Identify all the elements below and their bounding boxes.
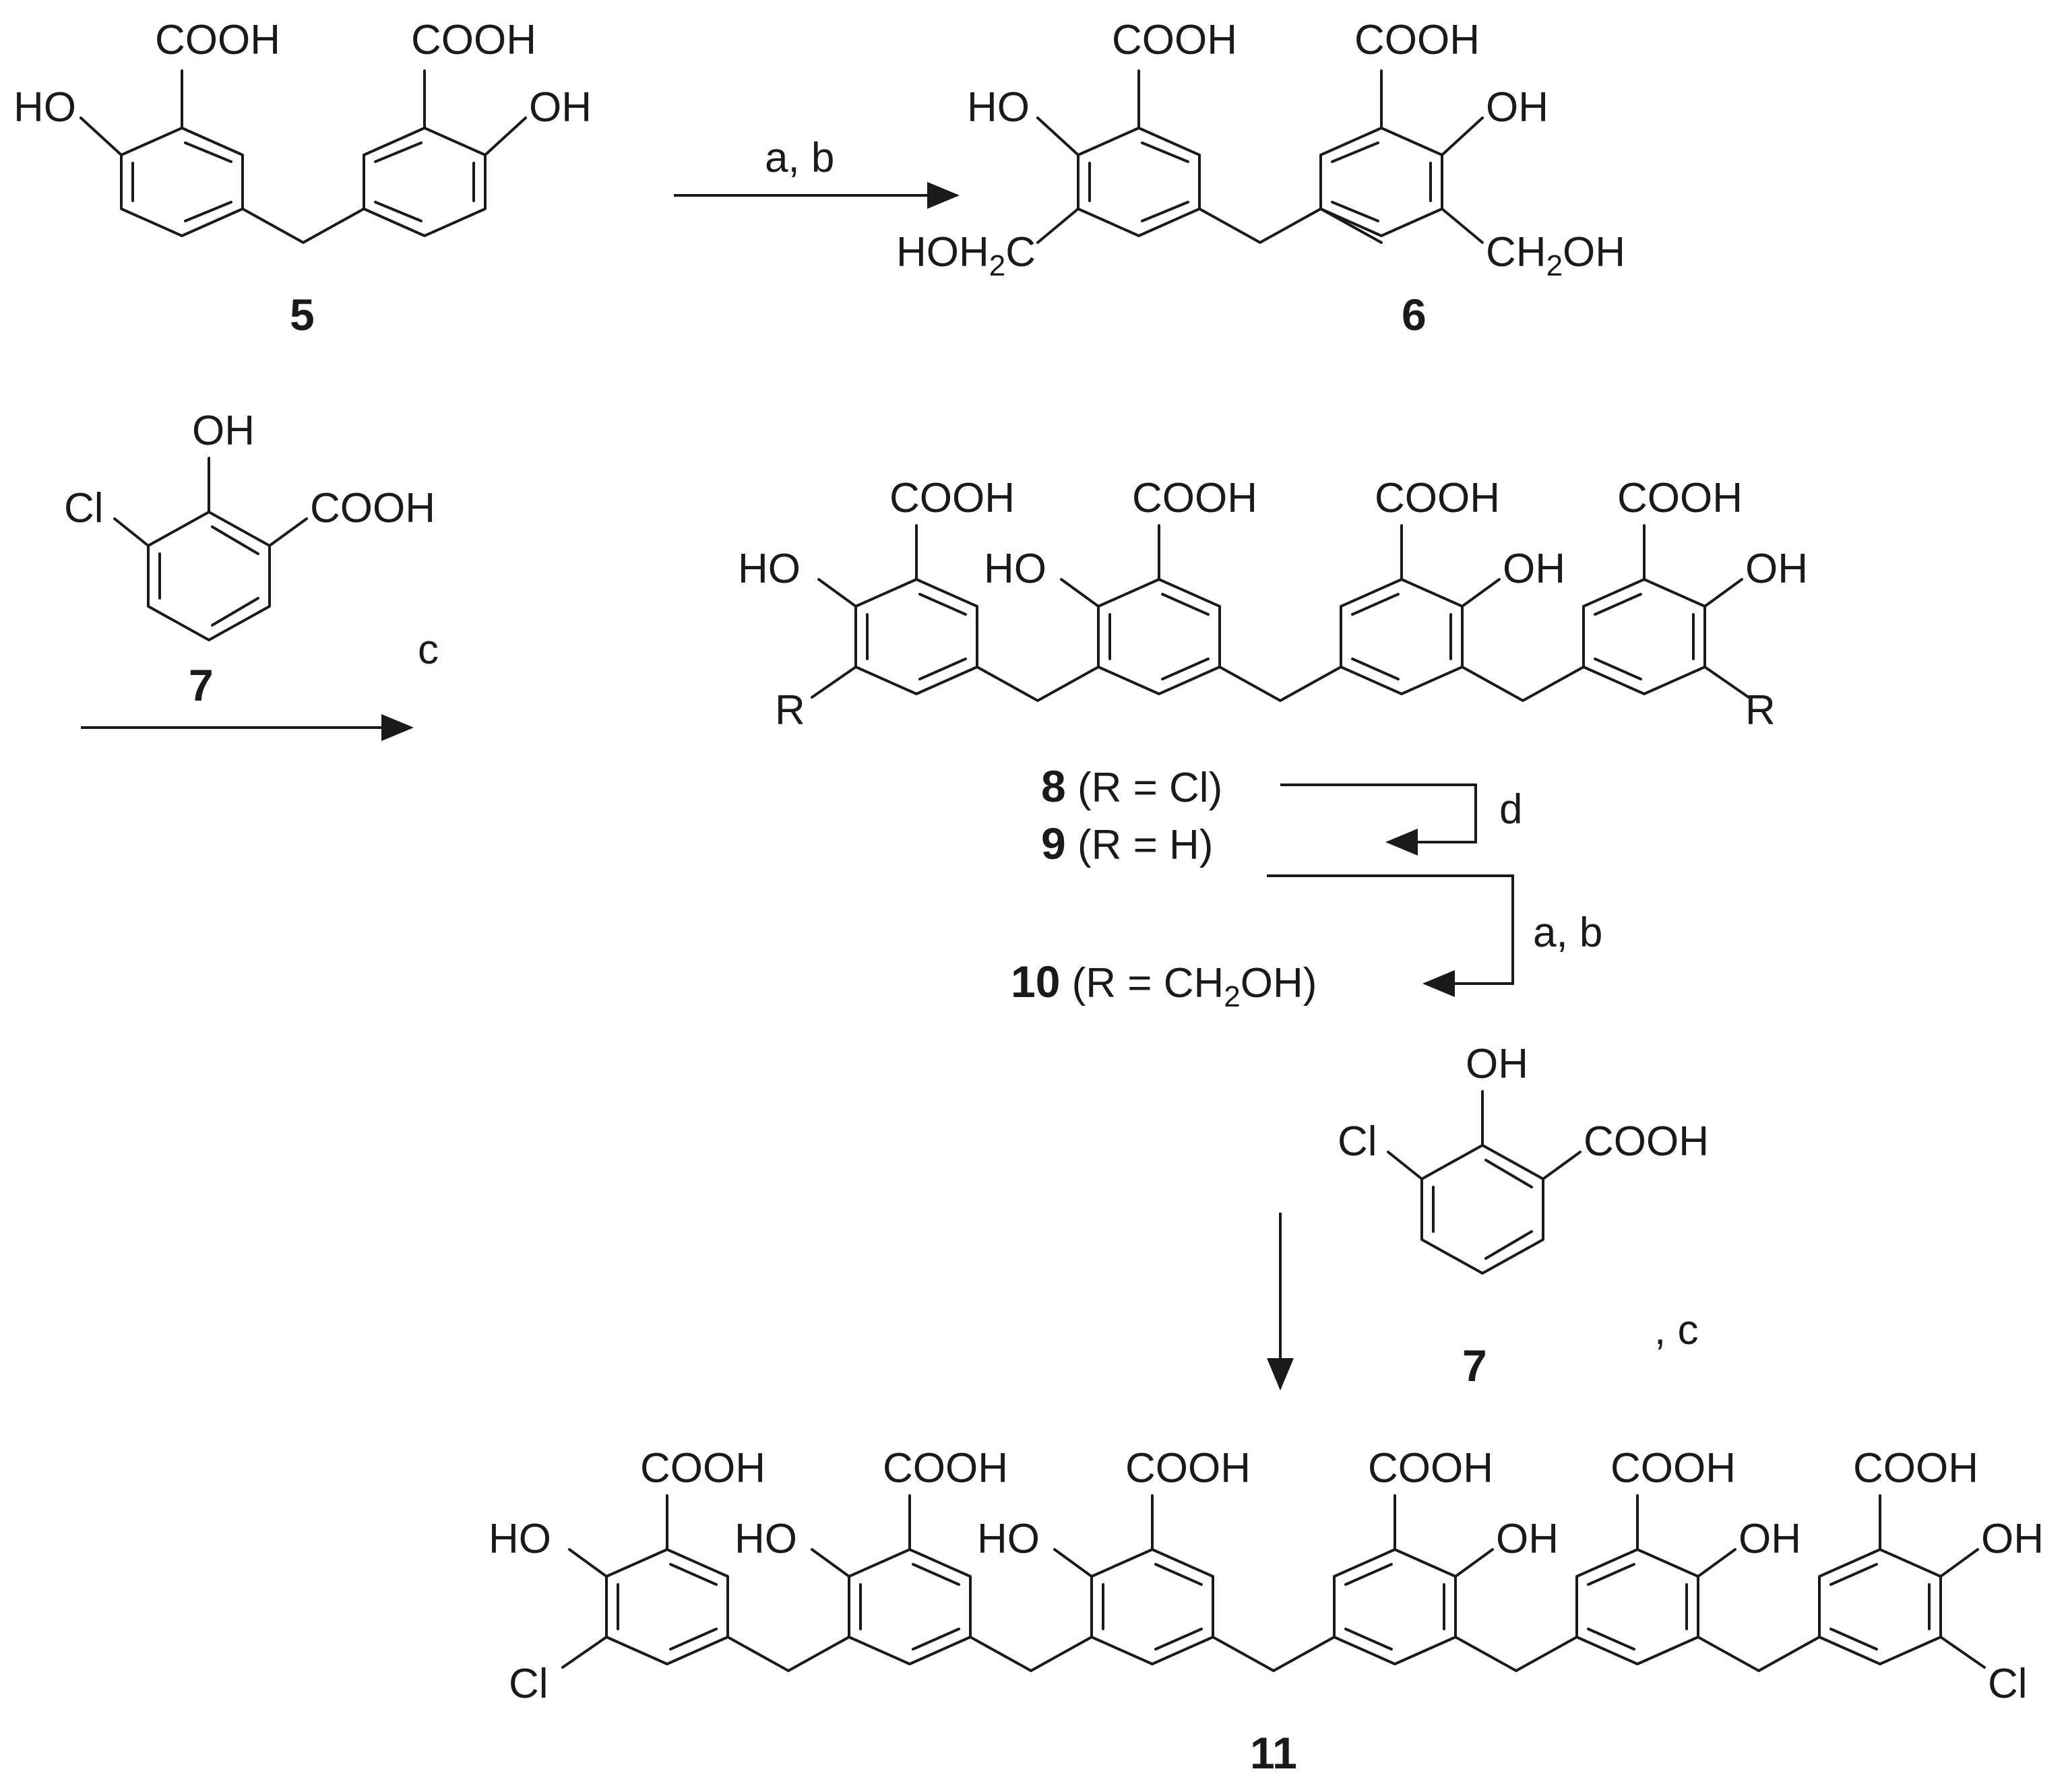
svg-text:8 (R = Cl): 8 (R = Cl) — [1041, 761, 1222, 811]
cooh-label: COOH — [889, 475, 1015, 521]
oh-label: OH — [1503, 546, 1565, 592]
cooh-label: COOH — [1853, 1445, 1978, 1492]
cooh-label: COOH — [310, 485, 435, 532]
ho-label: HO — [977, 1516, 1040, 1562]
reagent-label: a, b — [1533, 909, 1602, 956]
hexamer-11: COOH COOH COOH COOH COOH COOH HO HO HO O… — [489, 1445, 2044, 1778]
ho-label: HO — [734, 1516, 797, 1562]
cooh-label: COOH — [411, 17, 536, 63]
cooh-label: COOH — [1125, 1445, 1251, 1492]
cooh-label: COOH — [1354, 17, 1480, 63]
oh-label: OH — [192, 408, 255, 454]
oh-label: OH — [1739, 1516, 1801, 1562]
compound-5-number: 5 — [290, 290, 315, 340]
ho-label: HO — [967, 84, 1030, 131]
reagent-label: , c — [1654, 1307, 1698, 1353]
r-label: R — [1745, 687, 1776, 734]
compound-8-number: 8 — [1041, 761, 1066, 811]
cl-label: Cl — [64, 485, 104, 532]
ho-label: HO — [13, 84, 76, 131]
cooh-label: COOH — [1375, 475, 1500, 521]
compound-7-reagent-2: OH Cl COOH 7 , c — [1338, 1041, 1709, 1390]
svg-text:10 (R = CH2OH): 10 (R = CH2OH) — [1011, 957, 1317, 1013]
compound-8-r: (R = Cl) — [1066, 765, 1223, 811]
cooh-label: COOH — [1584, 1118, 1709, 1165]
r-label: R — [775, 687, 805, 734]
cl-label: Cl — [1988, 1661, 2028, 1707]
oh-label: OH — [1496, 1516, 1559, 1562]
cooh-label: COOH — [1132, 475, 1257, 521]
svg-text:9 (R = H): 9 (R = H) — [1041, 819, 1213, 868]
compound-5: COOH HO COOH OH 5 — [13, 17, 592, 340]
reaction-arrow-d: d — [1280, 783, 1522, 856]
cooh-label: COOH — [640, 1445, 765, 1492]
ch2oh-label: CH2OH — [1486, 229, 1625, 282]
oh-label: OH — [1981, 1516, 2044, 1562]
cooh-label: COOH — [1617, 475, 1743, 521]
reaction-arrow-ab-2: a, b — [1267, 874, 1602, 997]
compound-7-reagent: OH Cl COOH 7 — [64, 408, 435, 710]
reaction-arrow-c: c — [81, 627, 439, 741]
compound-6-number: 6 — [1402, 290, 1427, 340]
oh-label: OH — [1486, 84, 1548, 131]
reaction-arrow-ab: a, b — [674, 135, 960, 209]
reagent-label: c — [418, 627, 439, 673]
cooh-label: COOH — [883, 1445, 1008, 1492]
compound-11-number: 11 — [1250, 1728, 1297, 1778]
reagent-label: a, b — [765, 135, 834, 181]
compound-10-label: 10 (R = CH2OH) — [1011, 957, 1317, 1013]
cooh-label: COOH — [1112, 17, 1237, 63]
oh-label: OH — [1745, 546, 1808, 592]
compound-8-label: 8 (R = Cl) — [1041, 761, 1222, 811]
cl-label: Cl — [509, 1661, 549, 1707]
compound-9-r: (R = H) — [1066, 822, 1214, 868]
compound-7-number: 7 — [189, 660, 214, 710]
compound-6: COOH COOH HO OH HOH2C CH2OH 6 — [896, 17, 1625, 340]
compound-9-label: 9 (R = H) — [1041, 819, 1213, 868]
oh-label: OH — [529, 84, 592, 131]
oh-label: OH — [1466, 1041, 1528, 1087]
ho-label: HO — [984, 546, 1046, 592]
cooh-label: COOH — [1610, 1445, 1736, 1492]
compound-9-number: 9 — [1041, 819, 1066, 868]
cooh-label: COOH — [1368, 1445, 1493, 1492]
compound-7-number: 7 — [1462, 1341, 1487, 1390]
ho-label: HO — [738, 546, 801, 592]
compound-10-number: 10 — [1011, 957, 1060, 1006]
tetramer-8-9-10: COOH COOH COOH COOH HO HO OH OH R R — [738, 475, 1808, 734]
ho-label: HO — [489, 1516, 551, 1562]
hoh2c-label: HOH2C — [896, 229, 1036, 282]
cl-label: Cl — [1338, 1118, 1377, 1165]
reagent-label: d — [1499, 786, 1522, 833]
cooh-label: COOH — [155, 17, 280, 63]
